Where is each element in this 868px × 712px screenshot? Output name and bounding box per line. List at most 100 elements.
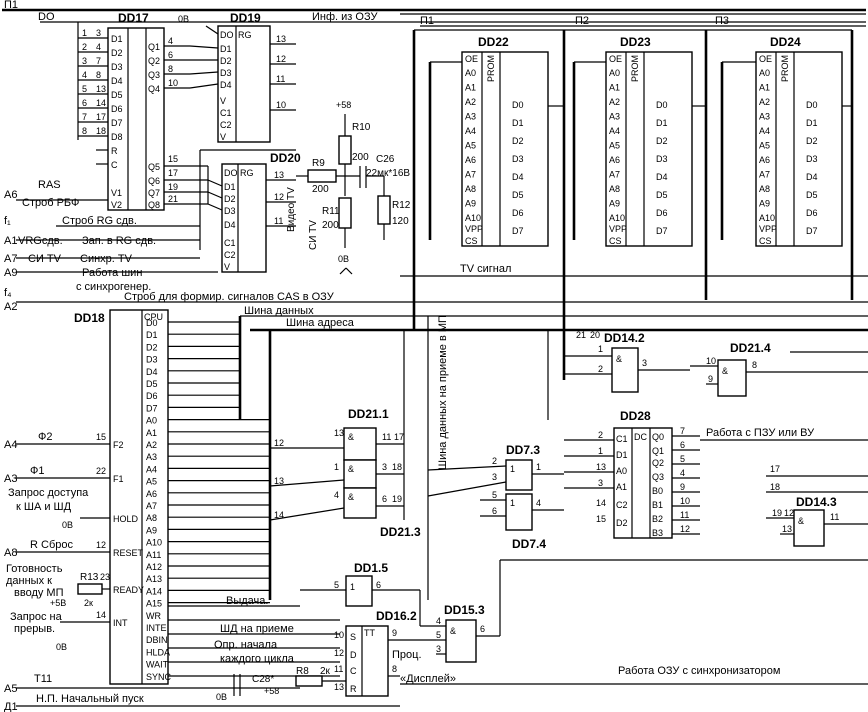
label-r11-val: 200 (322, 220, 339, 231)
svg-text:7: 7 (82, 112, 87, 122)
label-proc: Проц. (392, 649, 422, 661)
prom-addr-pin: A3 (609, 112, 620, 122)
prom-addr-pin: A6 (465, 155, 476, 165)
svg-text:B0: B0 (652, 486, 663, 496)
svg-text:8: 8 (752, 360, 757, 370)
svg-text:10: 10 (276, 100, 286, 110)
svg-text:19: 19 (392, 494, 402, 504)
prom-addr-pin: A0 (759, 68, 770, 78)
svg-text:11: 11 (830, 512, 839, 522)
label-c26-val: 22мк*16В (366, 168, 410, 179)
svg-text:&: & (348, 464, 354, 474)
svg-text:C2: C2 (224, 250, 236, 260)
cpu-right-pin: A2 (146, 440, 157, 450)
svg-text:11: 11 (334, 664, 343, 674)
label-r9-val: 200 (312, 184, 329, 195)
cpu-right-pin: A5 (146, 477, 157, 487)
cpu-right-pin: A13 (146, 574, 162, 584)
svg-text:C: C (111, 160, 118, 170)
label-0v-c28: 0В (216, 692, 227, 702)
svg-text:DO: DO (224, 168, 238, 178)
prom-addr-pin: A3 (465, 112, 476, 122)
svg-text:8: 8 (392, 664, 397, 674)
prom-buses (412, 29, 854, 380)
prom-data-pin: D2 (512, 136, 524, 146)
label-sinhr-tv: Синхр. TV (80, 253, 133, 265)
svg-text:18: 18 (392, 462, 402, 472)
prom-addr-pin: A8 (465, 184, 476, 194)
svg-text:4: 4 (334, 490, 339, 500)
prom-data-pin: D2 (656, 136, 668, 146)
svg-text:4: 4 (168, 36, 173, 46)
svg-text:19: 19 (168, 182, 178, 192)
prom-data-pin: D2 (806, 136, 818, 146)
svg-text:12: 12 (274, 192, 284, 202)
label-dd21-1: DD21.1 (348, 407, 389, 421)
svg-text:Q2: Q2 (652, 458, 664, 468)
svg-text:C1: C1 (616, 434, 628, 444)
svg-text:19: 19 (772, 508, 782, 518)
svg-text:V2: V2 (111, 200, 122, 210)
label-phi2: Ф2 (38, 431, 52, 443)
svg-text:15: 15 (596, 514, 606, 524)
cpu-right-pin: D1 (146, 330, 158, 340)
svg-text:D2: D2 (616, 518, 628, 528)
svg-text:12: 12 (334, 648, 344, 658)
label-gotovnost: Готовность (6, 563, 63, 575)
label-r10-val: 200 (352, 152, 369, 163)
label-dd20: DD20 (270, 151, 301, 165)
svg-text:D6: D6 (111, 104, 123, 114)
label-d1: Д1 (4, 701, 18, 712)
prom-data-pin: D5 (806, 190, 818, 200)
svg-text:6: 6 (492, 506, 497, 516)
svg-text:D1: D1 (111, 34, 123, 44)
svg-text:V: V (220, 132, 226, 142)
prom-cs-pin: CS (465, 236, 478, 246)
label-r11: R11 (322, 206, 340, 217)
label-r9: R9 (312, 158, 325, 169)
svg-text:1: 1 (350, 582, 355, 592)
prom-addr-pin: A8 (759, 184, 770, 194)
svg-text:12: 12 (274, 438, 284, 448)
svg-text:3: 3 (436, 644, 441, 654)
prom-addr-pin: A4 (465, 126, 476, 136)
cpu-left-pin: RESET (113, 548, 144, 558)
cpu-right-pin: WAIT (146, 660, 169, 670)
cpu-right-pin: A3 (146, 452, 157, 462)
svg-text:6: 6 (376, 580, 381, 590)
cpu-left-pin: F2 (113, 440, 124, 450)
cpu-right-pin: A14 (146, 586, 162, 596)
cpu-right-pin: D4 (146, 367, 158, 377)
cpu-right-pin: D7 (146, 403, 158, 413)
svg-text:D: D (350, 650, 357, 660)
label-t11: Т11 (34, 673, 52, 685)
svg-text:13: 13 (96, 84, 106, 94)
svg-text:D5: D5 (111, 90, 123, 100)
svg-text:6: 6 (480, 624, 485, 634)
left-strobe-wires (16, 199, 868, 303)
label-strob-rbf: Строб РБФ (22, 197, 79, 209)
svg-text:D2: D2 (111, 48, 123, 58)
cpu-right-pin: A8 (146, 513, 157, 523)
svg-text:1: 1 (598, 344, 603, 354)
prom-data-pin: D6 (656, 208, 668, 218)
label-dd22: DD22 (478, 35, 509, 49)
chip-dd18-cpu (109, 309, 169, 685)
svg-text:14: 14 (274, 510, 284, 520)
prom-addr-pin: A10 (759, 213, 775, 223)
cpu-right-pin: A12 (146, 562, 162, 572)
prom-addr-pin: A9 (609, 199, 620, 209)
label-dd7-4: DD7.4 (512, 537, 546, 551)
label-dd16-2: DD16.2 (376, 609, 417, 623)
cpu-right-pin: D3 (146, 355, 158, 365)
svg-text:7: 7 (96, 56, 101, 66)
label-r10: R10 (352, 122, 371, 133)
label-shd-priem: ШД на приеме (220, 623, 294, 635)
svg-text:D1: D1 (616, 450, 628, 460)
svg-text:13: 13 (596, 462, 606, 472)
svg-text:9: 9 (392, 628, 397, 638)
cpu-right-pin: A6 (146, 489, 157, 499)
top-bus (2, 8, 866, 27)
